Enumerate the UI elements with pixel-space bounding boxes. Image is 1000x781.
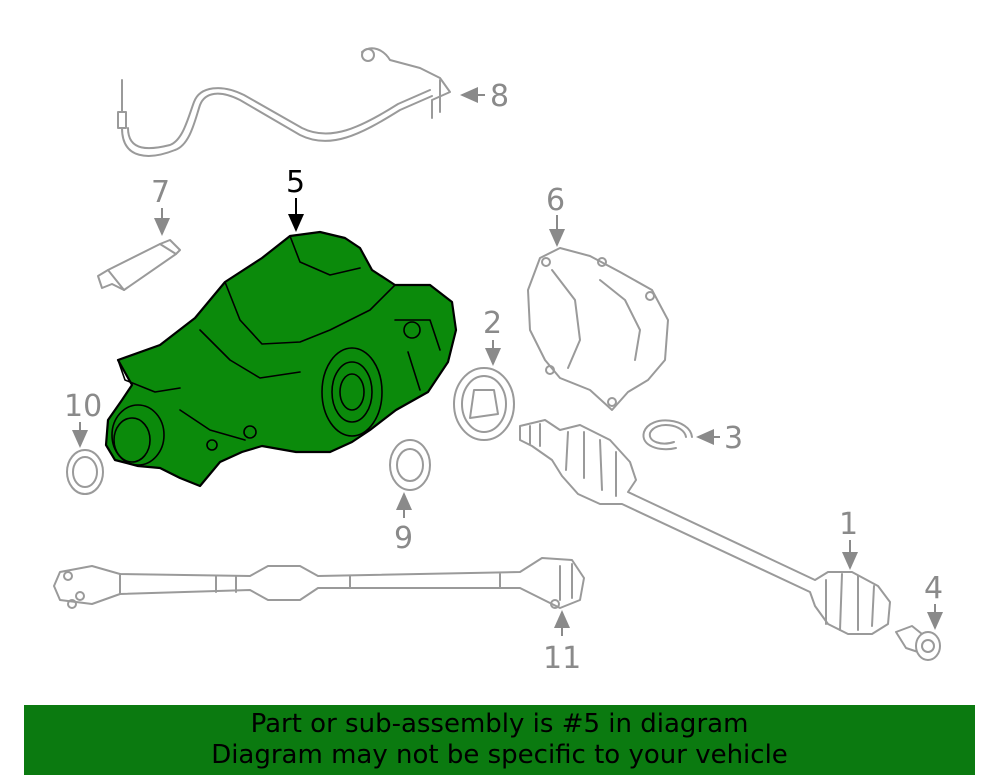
banner-line-disclaimer: Diagram may not be specific to your vehi…	[211, 740, 788, 770]
callout-10[interactable]: 10	[64, 389, 102, 424]
callout-3[interactable]: 3	[724, 421, 743, 456]
gasket-part-2[interactable]	[453, 367, 515, 441]
snap-ring-part-3[interactable]	[642, 419, 693, 451]
callout-8[interactable]: 8	[490, 79, 509, 114]
axle-shaft-part-1[interactable]	[519, 419, 891, 635]
callout-5[interactable]: 5	[286, 165, 305, 200]
banner-line-part-number: Part or sub-assembly is #5 in diagram	[250, 709, 749, 739]
parts-diagram: 8 7 5 10	[53, 47, 943, 676]
bolt-part-4[interactable]	[895, 625, 941, 661]
seal-part-9[interactable]	[389, 439, 431, 491]
differential-assembly-part-5[interactable]	[104, 230, 458, 488]
sealant-tube-part-7[interactable]	[97, 239, 181, 291]
info-banner: Part or sub-assembly is #5 in diagram Di…	[24, 705, 975, 775]
differential-cover-part-6[interactable]	[527, 247, 669, 411]
callout-7[interactable]: 7	[151, 175, 170, 210]
callout-2[interactable]: 2	[483, 306, 502, 341]
vent-hose-part-8[interactable]	[117, 47, 451, 157]
seal-part-10[interactable]	[66, 449, 104, 495]
callout-6[interactable]: 6	[546, 183, 565, 218]
callout-1[interactable]: 1	[839, 507, 858, 542]
callout-9[interactable]: 9	[394, 521, 413, 556]
callout-4[interactable]: 4	[924, 571, 943, 606]
drive-shaft-part-11[interactable]	[53, 557, 585, 609]
callout-11[interactable]: 11	[543, 641, 581, 676]
